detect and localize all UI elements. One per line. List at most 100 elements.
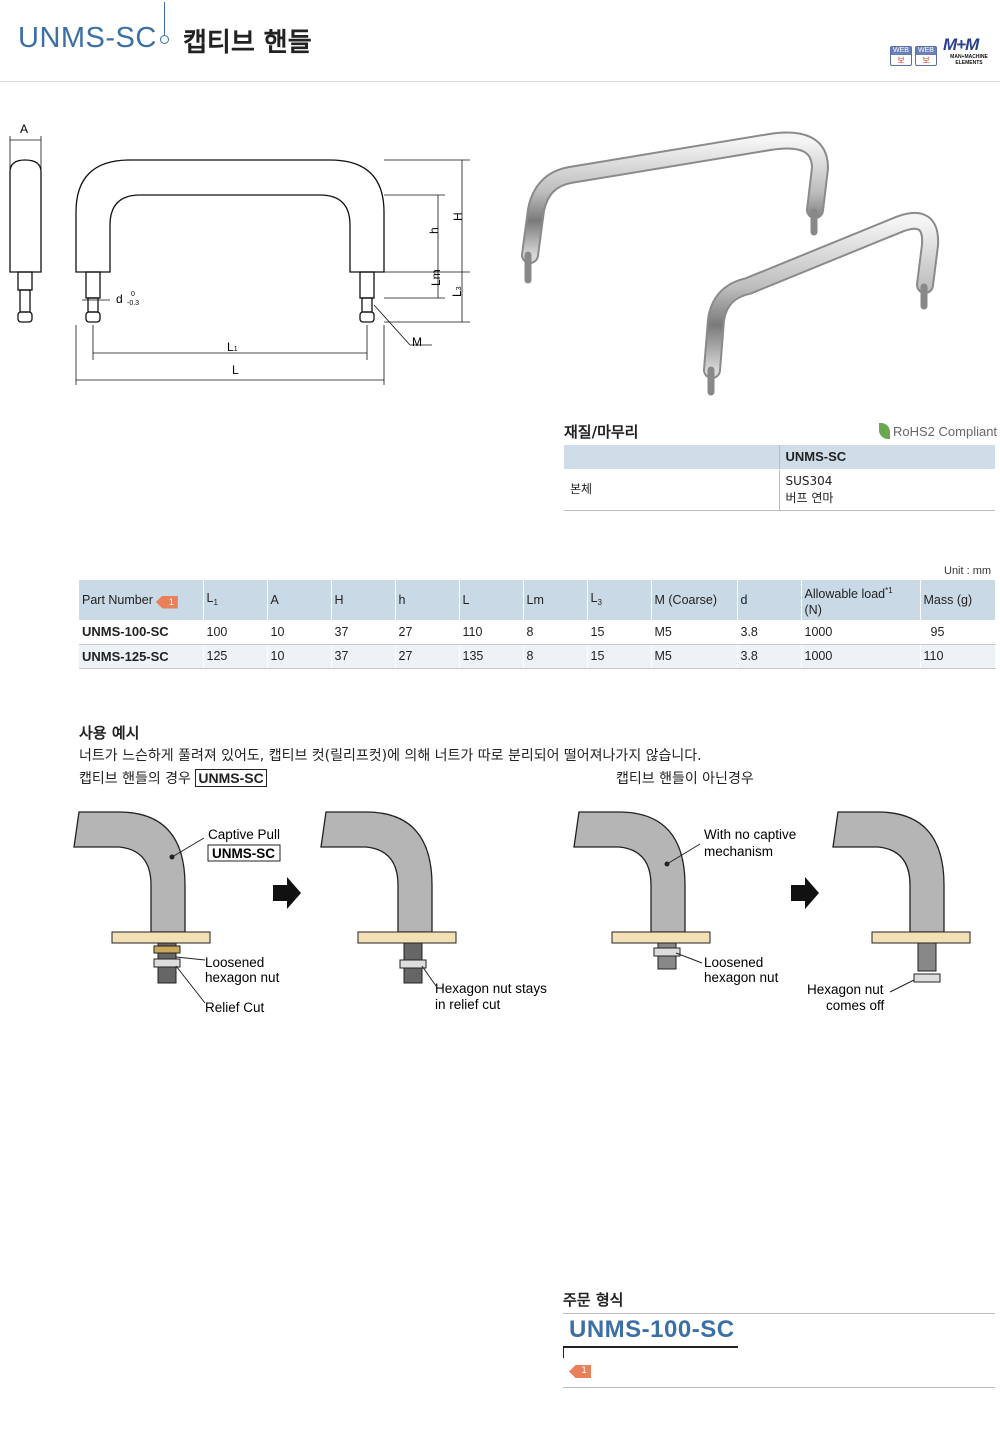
col-d: d <box>737 580 802 620</box>
material-header: UNMS-SC <box>778 445 995 470</box>
dim-H: H <box>451 212 465 221</box>
cell: 1000 <box>801 620 921 645</box>
label-hexnut: hexagon nut <box>205 970 280 985</box>
web-badge[interactable]: WEB 보 <box>915 46 937 66</box>
cell: 10 <box>267 620 332 645</box>
label-loosened: Loosened <box>205 955 264 970</box>
caption-code: UNMS-SC <box>195 769 267 787</box>
cell-part: UNMS-100-SC <box>79 620 204 645</box>
web-badge-top: WEB <box>916 47 936 55</box>
cell: 8 <box>523 620 588 645</box>
material-row-label: 본체 <box>564 469 779 511</box>
order-code: UNMS-100-SC <box>569 1316 735 1343</box>
label-relief: in relief cut <box>435 997 501 1012</box>
dim-h: h <box>427 227 441 234</box>
dim-d-tol-upper: 0 <box>131 291 135 298</box>
label-hexnut: hexagon nut <box>704 970 779 985</box>
cell: 1000 <box>801 644 921 669</box>
technical-drawing: A H h Lm L3 d 0 -0.3 L1 L M <box>9 122 470 385</box>
cell: 125 <box>203 644 268 669</box>
usage-left-caption: 캡티브 핸들의 경우 UNMS-SC <box>79 768 267 788</box>
cell: 8 <box>523 644 588 669</box>
rohs-label: RoHS2 Compliant <box>893 424 998 439</box>
arrow-icon <box>273 877 301 909</box>
cell-part: UNMS-125-SC <box>79 644 204 669</box>
diagram-noncaptive-loosened: With no captive mechanism Loosened hexag… <box>573 811 796 985</box>
dim-d-tol-lower: -0.3 <box>127 300 139 307</box>
usage-description: 너트가 느슨하게 풀려져 있어도, 캡티브 컷(릴리프컷)에 의해 너트가 따로… <box>79 748 702 764</box>
dim-Lm: Lm <box>429 269 443 286</box>
label-relief-cut: Relief Cut <box>205 1000 265 1015</box>
label-nut-comes-off: Hexagon nut <box>807 982 884 997</box>
cell: 27 <box>395 620 460 645</box>
col-M: M (Coarse) <box>651 580 738 620</box>
material-value: SUS304 버프 연마 <box>778 469 995 511</box>
leaf-icon <box>879 423 890 439</box>
col-L1: L1 <box>203 580 268 620</box>
product-title: 캡티브 핸들 <box>183 28 312 58</box>
arrow-icon <box>791 877 819 909</box>
cell: 100 <box>203 620 268 645</box>
logo-mark: M+M <box>943 35 979 54</box>
product-code: UNMS-SC <box>18 22 157 54</box>
rohs-badge: RoHS2 Compliant <box>879 423 997 439</box>
front-view <box>75 159 385 323</box>
page-header: UNMS-SC 캡티브 핸들 WEB 보 WEB 보 M+M MAN+MACHI… <box>0 0 1000 82</box>
finish-line: 버프 연마 <box>785 490 834 505</box>
handle-image-front <box>703 211 940 396</box>
col-mass: Mass (g) <box>920 580 996 620</box>
cell: 27 <box>395 644 460 669</box>
cell: 110 <box>459 620 524 645</box>
brand-logo: M+M MAN+MACHINE ELEMENTS <box>943 36 995 68</box>
web-badge-top: WEB <box>891 47 911 55</box>
usage-title: 사용 예시 <box>79 724 140 742</box>
web-badge-bottom: 보 <box>897 56 905 65</box>
cell: 10 <box>267 644 332 669</box>
divider <box>563 1346 564 1358</box>
col-h: h <box>395 580 460 620</box>
divider <box>563 1313 995 1314</box>
label-code: UNMS-SC <box>212 846 275 861</box>
table-row: UNMS-100-SC 100 10 37 27 110 8 15 M5 3.8… <box>79 620 996 645</box>
divider <box>563 1387 995 1388</box>
cell: M5 <box>651 620 738 645</box>
material-table: UNMS-SC 본체 SUS304 버프 연마 <box>564 445 995 511</box>
unit-label: Unit : mm <box>944 565 992 577</box>
cell: 15 <box>587 620 652 645</box>
order-title: 주문 형식 <box>563 1291 624 1309</box>
col-L3: L3 <box>587 580 652 620</box>
label-no-captive: With no captive <box>704 827 796 842</box>
material-line: SUS304 <box>785 473 833 488</box>
diagram-noncaptive-falls: Hexagon nut comes off <box>807 811 971 1013</box>
diagram-captive-stays: Hexagon nut stays in relief cut <box>320 811 547 1012</box>
label-captive-pull: Captive Pull <box>208 827 280 842</box>
col-load: Allowable load*1(N) <box>801 580 921 620</box>
dim-A: A <box>20 122 28 136</box>
dim-M: M <box>412 335 422 349</box>
usage-right-caption: 캡티브 핸들이 아닌경우 <box>616 771 754 787</box>
material-header-empty <box>564 445 779 470</box>
label-loosened: Loosened <box>704 955 763 970</box>
cell: 95 <box>920 620 996 645</box>
cell: 135 <box>459 644 524 669</box>
col-L: L <box>459 580 524 620</box>
cell: M5 <box>651 644 738 669</box>
web-badge-bottom: 보 <box>922 56 930 65</box>
dim-L: L <box>232 363 239 377</box>
table-row: UNMS-125-SC 125 10 37 27 135 8 15 M5 3.8… <box>79 644 996 669</box>
flag-icon: 1 <box>569 1365 591 1378</box>
label-mechanism: mechanism <box>704 844 773 859</box>
dim-d: d <box>116 292 123 306</box>
cell: 3.8 <box>737 644 802 669</box>
label-nut-stays: Hexagon nut stays <box>435 981 547 996</box>
material-title: 재질/마무리 <box>564 423 639 441</box>
web-badge[interactable]: WEB 보 <box>890 46 912 66</box>
col-H: H <box>331 580 396 620</box>
handle-image-back <box>521 131 829 284</box>
col-A: A <box>267 580 332 620</box>
divider <box>563 1346 738 1348</box>
header-separator <box>164 2 165 36</box>
side-view <box>9 159 42 323</box>
